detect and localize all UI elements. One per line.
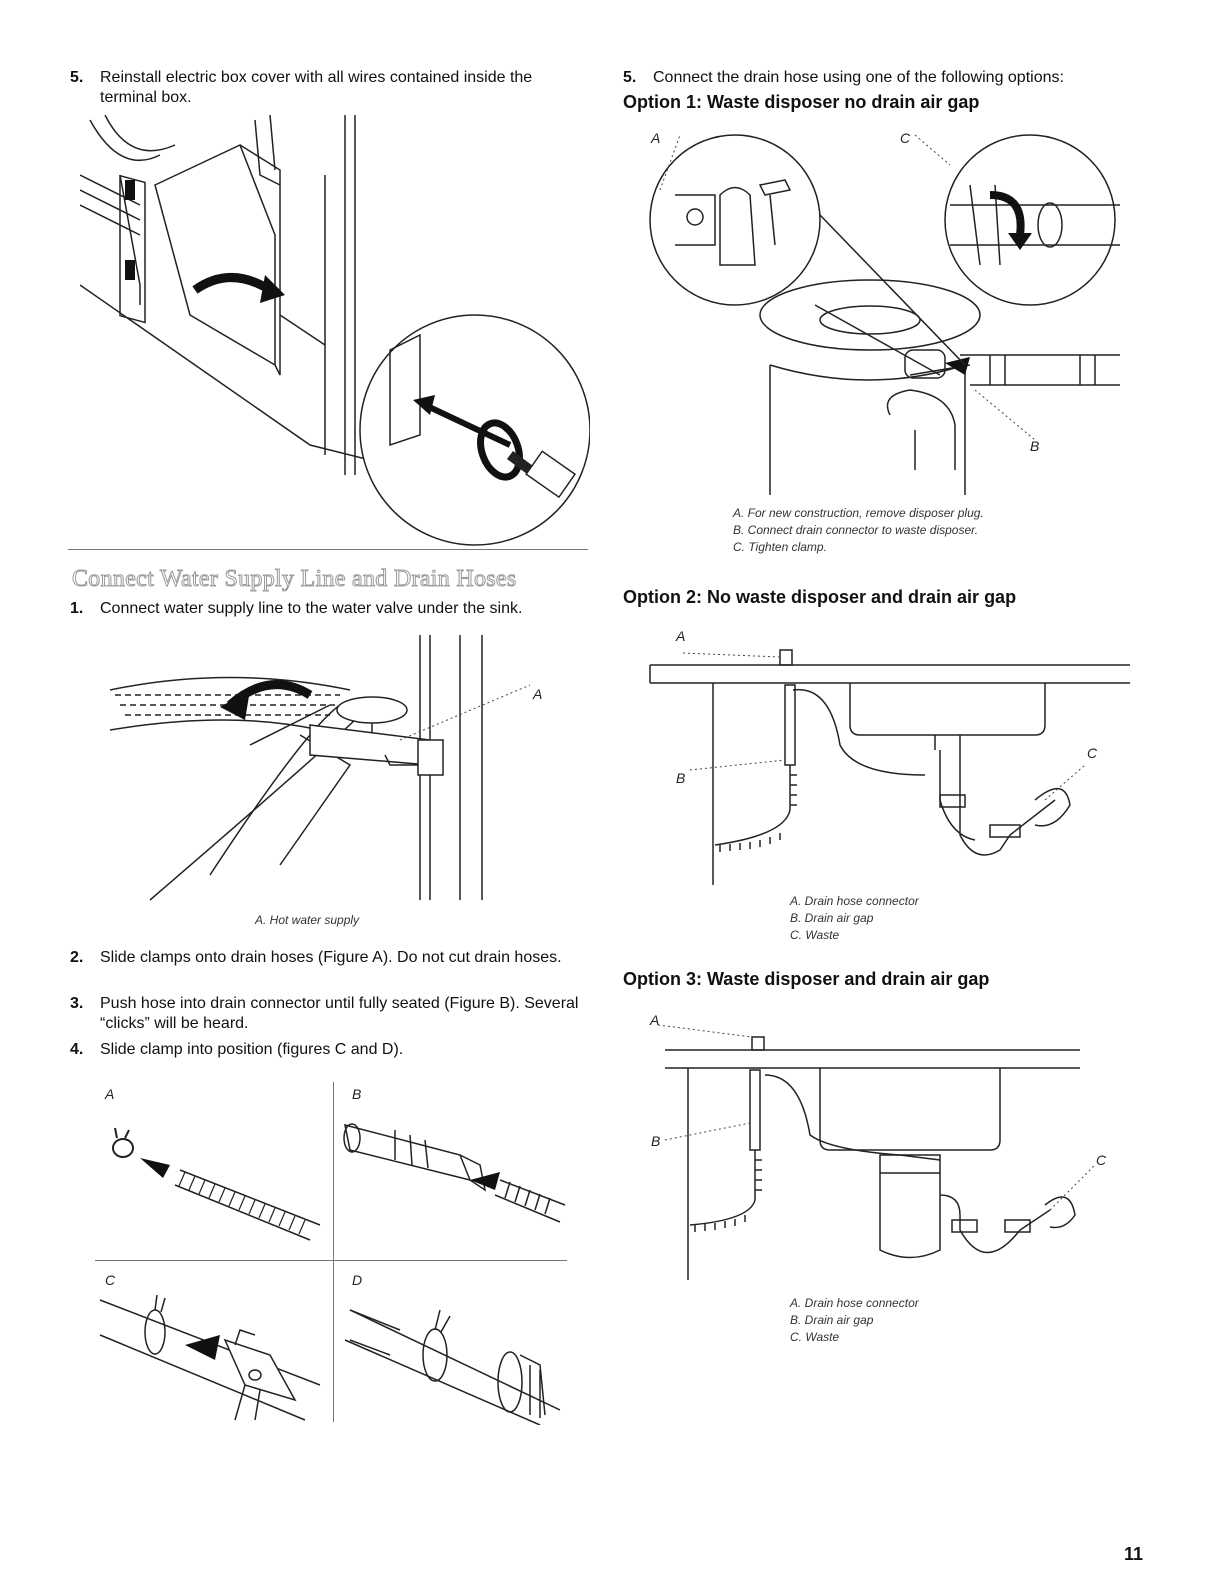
option-3-heading: Option 3: Waste disposer and drain air g…: [623, 969, 990, 989]
option-2-label-a: A: [676, 628, 686, 644]
grid-label-c: C: [105, 1272, 116, 1288]
option-2-caption-a: A. Drain hose connector: [790, 894, 919, 908]
figure-d-clamp-in-position: [340, 1290, 570, 1425]
option-3-label-c: C: [1096, 1152, 1107, 1168]
step-text: Slide clamp into position (figures C and…: [100, 1041, 404, 1058]
water-caption: A. Hot water supply: [255, 913, 360, 927]
option-1-label-a: A: [651, 130, 661, 146]
option-1-caption-a: A. For new construction, remove disposer…: [733, 506, 984, 520]
option-2-figure: [635, 625, 1135, 890]
step-number: 5.: [623, 69, 637, 86]
step-text: Push hose into drain connector until ful…: [100, 995, 579, 1032]
step-text: Connect the drain hose using one of the …: [653, 69, 1064, 86]
option-2-caption-b: B. Drain air gap: [790, 911, 874, 925]
step-number: 1.: [70, 600, 84, 617]
page-number: 11: [1123, 1544, 1143, 1564]
option-1-label-c: C: [900, 130, 911, 146]
option-2-label-c: C: [1087, 745, 1098, 761]
step-number: 4.: [70, 1041, 84, 1058]
step-text: Slide clamps onto drain hoses (Figure A)…: [100, 949, 562, 966]
step-text: Reinstall electric box cover with all wi…: [100, 69, 533, 106]
grid-label-a: A: [105, 1086, 115, 1102]
grid-label-d: D: [352, 1272, 363, 1288]
option-2-heading: Option 2: No waste disposer and drain ai…: [623, 587, 1017, 607]
electric-box-figure: [80, 115, 590, 555]
figure-c-slide-clamp: [95, 1290, 330, 1425]
option-2-label-b: B: [676, 770, 686, 786]
grid-horizontal-divider: [95, 1260, 567, 1261]
option-1-caption-b: B. Connect drain connector to waste disp…: [733, 523, 979, 537]
figure-a-clamp-onto-hose: [95, 1110, 330, 1255]
option-1-figure: [640, 125, 1130, 500]
section-title: Connect Water Supply Line and Drain Hose…: [72, 566, 517, 593]
option-3-label-a: A: [650, 1012, 660, 1028]
section-divider: [68, 549, 588, 550]
step-number: 5.: [70, 69, 84, 86]
option-2-caption-c: C. Waste: [790, 928, 840, 942]
option-3-caption-c: C. Waste: [790, 1330, 840, 1344]
option-1-caption-c: C. Tighten clamp.: [733, 540, 827, 554]
option-3-caption-a: A. Drain hose connector: [790, 1296, 919, 1310]
water-supply-figure: [110, 635, 550, 905]
option-3-figure: [640, 1015, 1100, 1285]
step-number: 2.: [70, 949, 84, 966]
option-1-label-b: B: [1030, 438, 1040, 454]
option-1-heading: Option 1: Waste disposer no drain air ga…: [623, 92, 980, 112]
figure-b-push-into-connector: [340, 1110, 570, 1255]
water-label-a: A: [533, 686, 543, 702]
grid-vertical-divider: [333, 1082, 334, 1422]
option-3-caption-b: B. Drain air gap: [790, 1313, 874, 1327]
step-number: 3.: [70, 995, 84, 1012]
option-3-label-b: B: [651, 1133, 661, 1149]
step-text: Connect water supply line to the water v…: [100, 600, 523, 617]
grid-label-b: B: [352, 1086, 362, 1102]
